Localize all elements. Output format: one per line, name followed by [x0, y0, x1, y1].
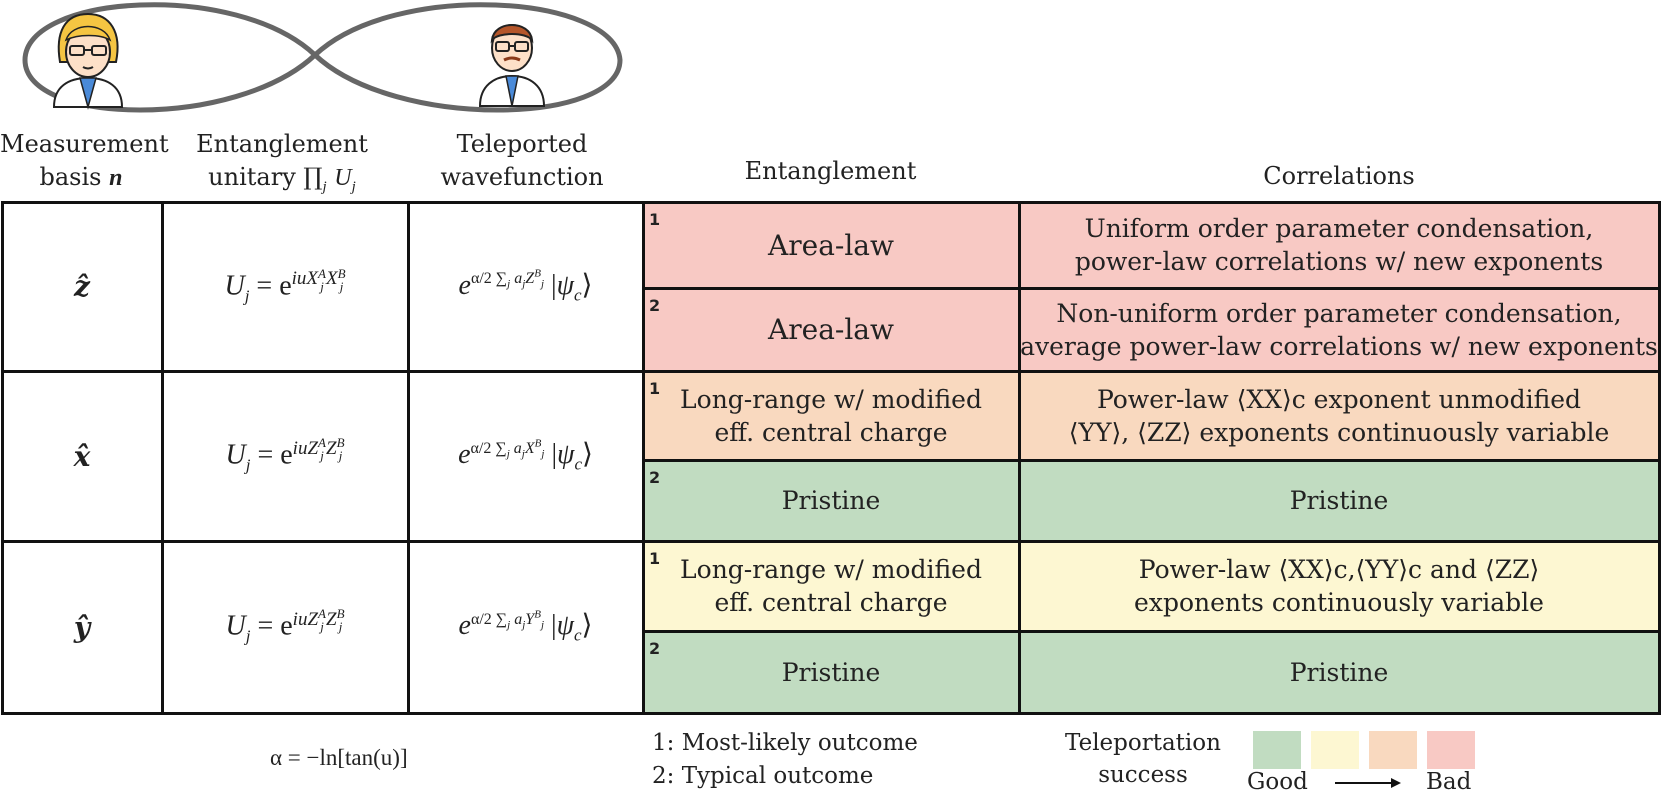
grid-line — [0, 200, 1661, 204]
teleportation-success-label: Teleportation success — [1065, 730, 1221, 788]
grid-line — [1657, 200, 1661, 715]
outcome-bg — [643, 202, 1659, 288]
grid-line — [160, 200, 164, 715]
outcome-bg — [643, 541, 1659, 631]
outcome-tag: 1 — [649, 549, 661, 568]
wavefunction-formula: eα/2 ∑j ajZBj |ψc⟩ — [458, 268, 593, 305]
correlations-text: Power-law ⟨XX⟩c,⟨YY⟩c and ⟨ZZ⟩ — [1138, 555, 1540, 584]
legend-most-likely: 1: Most-likely outcome — [652, 730, 918, 756]
correlations-cell: Pristine — [1019, 631, 1659, 713]
grid-line — [643, 286, 1659, 290]
basis-cell: ẑ — [74, 270, 90, 303]
outcome-tag: 1 — [649, 379, 661, 398]
swatch-good — [1253, 731, 1301, 769]
entanglement-text: eff. central charge — [714, 588, 948, 617]
correlations-cell: Non-uniform order parameter condensation… — [1019, 288, 1659, 371]
legend-bad-label: Bad — [1426, 769, 1472, 795]
correlations-cell: Pristine — [1019, 460, 1659, 541]
correlations-text: average power-law correlations w/ new ex… — [1020, 331, 1658, 361]
outcome-bg — [643, 371, 1659, 460]
swatch-bad — [1427, 731, 1475, 769]
grid-line — [0, 369, 1661, 373]
outcome-tag: 2 — [649, 468, 661, 487]
arrow-right-icon — [1335, 778, 1401, 788]
correlations-cell: Uniform order parameter condensation, pow… — [1019, 202, 1659, 288]
entanglement-text: Long-range w/ modified — [680, 555, 982, 584]
header-measurement-basis: Measurement basis n — [0, 130, 169, 191]
correlations-text: Power-law ⟨XX⟩c exponent unmodified — [1096, 384, 1582, 414]
basis-cell: x̂ — [73, 439, 91, 473]
correlations-cell: Power-law ⟨XX⟩c exponent unmodified⟨YY⟩,… — [1019, 371, 1659, 460]
entanglement-cell: Pristine — [643, 460, 1019, 541]
entanglement-cell: Pristine — [643, 631, 1019, 713]
grid-line — [406, 200, 410, 715]
entanglement-text: Area-law — [768, 228, 894, 262]
bob-scientist-icon — [478, 24, 546, 107]
grid-line — [0, 711, 1661, 715]
header-correlations: Correlations — [1263, 162, 1415, 190]
outcome-bg — [643, 460, 1659, 541]
entanglement-text: Pristine — [781, 486, 881, 515]
alpha-definition: α = −ln[tan(u)] — [270, 745, 408, 770]
grid-line — [641, 200, 645, 715]
outcome-bg — [643, 631, 1659, 713]
correlations-text: Pristine — [1289, 657, 1389, 687]
correlations-text: exponents continuously variable — [1134, 588, 1544, 617]
entanglement-text: Long-range w/ modified — [680, 384, 982, 414]
outcome-bg — [643, 288, 1659, 371]
wavefunction-formula: eα/2 ∑j ajXBj |ψc⟩ — [458, 437, 593, 474]
alice-scientist-icon — [52, 12, 124, 110]
wavefunction-cell: eα/2 ∑j ajYBj |ψc⟩ — [408, 541, 643, 713]
entanglement-loop-illustration — [22, 2, 623, 113]
header-entanglement-unitary: Entanglement unitary ∏j Uj — [196, 130, 368, 195]
header-teleported-wavefunction: Teleported wavefunction — [440, 130, 604, 191]
entanglement-cell: Long-range w/ modified eff. central charg… — [643, 541, 1019, 631]
grid-line — [0, 539, 1661, 543]
correlations-cell: Power-law ⟨XX⟩c,⟨YY⟩c and ⟨ZZ⟩ exponents … — [1019, 541, 1659, 631]
basis-cell: ŷ — [73, 610, 91, 644]
wavefunction-cell: eα/2 ∑j ajZBj |ψc⟩ — [408, 202, 643, 371]
wavefunction-cell: eα/2 ∑j ajXBj |ψc⟩ — [408, 371, 643, 541]
correlations-text: ⟨YY⟩, ⟨ZZ⟩ exponents continuously variab… — [1068, 417, 1610, 447]
correlations-text: Uniform order parameter condensation, — [1084, 214, 1594, 243]
grid-line — [643, 629, 1659, 633]
entanglement-cell: Area-law — [643, 288, 1019, 371]
swatch-mediumbad — [1369, 731, 1417, 769]
grid-line — [0, 200, 4, 715]
entanglement-cell: Area-law — [643, 202, 1019, 288]
entanglement-text: eff. central charge — [714, 417, 948, 447]
entanglement-text: Pristine — [781, 657, 881, 687]
correlations-text: Non-uniform order parameter condensation… — [1056, 298, 1622, 328]
wavefunction-formula: eα/2 ∑j ajYBj |ψc⟩ — [458, 608, 593, 645]
outcome-tag: 1 — [649, 210, 661, 229]
legend-good-label: Good — [1247, 769, 1308, 795]
grid-line — [1017, 200, 1021, 715]
correlations-text: power-law correlations w/ new exponents — [1074, 247, 1604, 276]
entanglement-text: Area-law — [768, 313, 894, 346]
outcome-tag: 2 — [649, 296, 661, 315]
correlations-text: Pristine — [1289, 486, 1389, 515]
outcome-tag: 2 — [649, 639, 661, 658]
legend-typical: 2: Typical outcome — [652, 763, 874, 789]
grid-line — [643, 458, 1659, 462]
swatch-medium — [1311, 731, 1359, 769]
header-entanglement: Entanglement — [744, 157, 917, 185]
